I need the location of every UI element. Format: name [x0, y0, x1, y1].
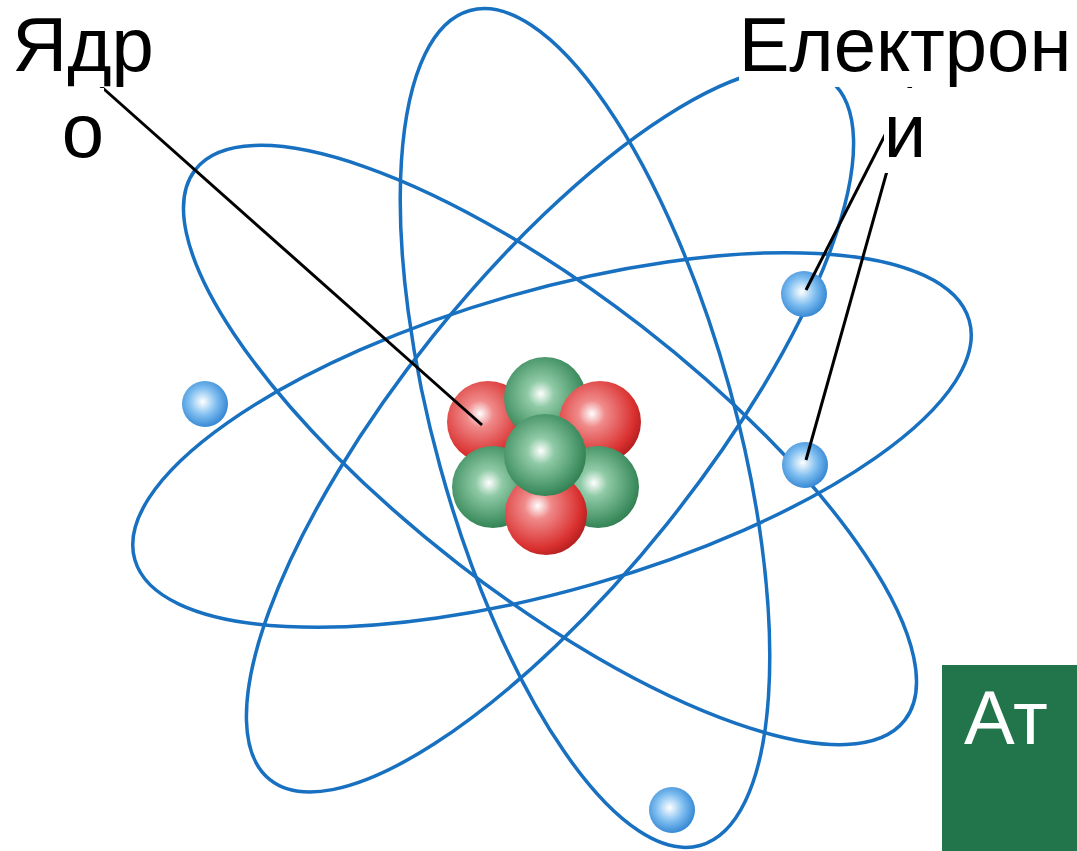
electrons: [182, 271, 828, 833]
orbit: [103, 51, 996, 838]
electron: [781, 271, 827, 317]
leader-line: [96, 82, 482, 425]
part-label: Електрон и: [739, 2, 1072, 173]
title-text: Ат: [964, 675, 1077, 761]
nucleus: [447, 357, 641, 555]
nucleus-label: Ядр о: [8, 2, 158, 174]
electron: [782, 442, 828, 488]
electrons-label: Електрон и: [736, 2, 1074, 174]
orbits: [93, 0, 1010, 851]
orbit: [325, 0, 844, 851]
title-box: Ат: [942, 665, 1077, 851]
leader-lines: [96, 82, 912, 460]
part-label: Ядр о: [12, 2, 154, 173]
neutron: [504, 414, 586, 496]
electron: [182, 381, 228, 427]
orbit: [93, 176, 1010, 704]
electron: [649, 787, 695, 833]
orbit: [153, 0, 947, 851]
